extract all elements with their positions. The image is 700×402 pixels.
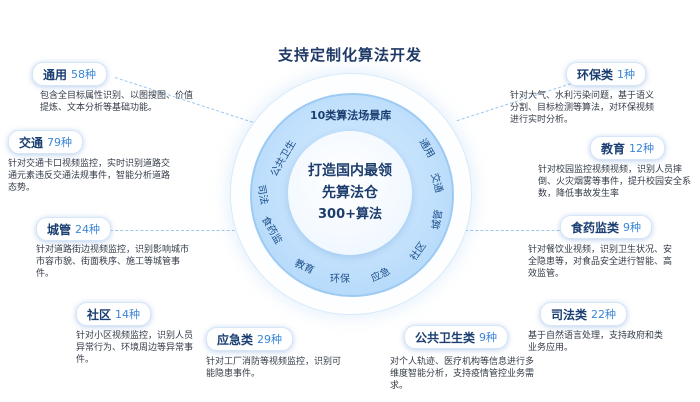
- category-tag-general: 通用 58种: [32, 62, 108, 86]
- diagram-title: 支持定制化算法开发: [277, 46, 422, 64]
- category-desc-education: 针对校园监控视频视频，识别人员摔倒、火灾烟雾等事件，提升校园安全系数，降低事故发…: [538, 165, 692, 199]
- tag-name: 通用: [43, 67, 68, 82]
- tag-name: 交通: [19, 135, 44, 150]
- category-tag-environment: 环保类 1种: [566, 62, 647, 86]
- tag-count: 1种: [617, 68, 636, 81]
- ring-label-environment: 环保: [330, 274, 350, 285]
- tag-count: 14种: [115, 308, 141, 321]
- category-tag-judicial: 司法类 22种: [540, 302, 628, 326]
- category-desc-general: 包含全目标属性识别、以图搜图、价值提炼、文本分析等基础功能。: [40, 91, 194, 113]
- core-headline-2: 先算法仓: [322, 185, 378, 201]
- tag-name: 司法类: [551, 307, 588, 322]
- tag-count: 24种: [75, 223, 101, 236]
- category-desc-traffic: 针对交通卡口视频监控，实时识别道路交通元素违反交通法规事件，智能分析道路态势。: [8, 159, 171, 193]
- tag-count: 29种: [257, 333, 283, 346]
- category-desc-food-drug: 针对餐饮业视频，识别卫生状况、安全隐患等，对食品安全进行智能、高效监管。: [528, 245, 673, 279]
- category-desc-judicial: 基于自然语言处理，支持政府和类业务应用。: [528, 331, 664, 353]
- category-tag-public-health: 公共卫生类 9种: [404, 325, 509, 349]
- category-tag-urban: 城管 24种: [36, 217, 112, 241]
- category-tag-community: 社区 14种: [76, 302, 152, 326]
- category-desc-emergency: 针对工厂消防等视频监控，识别可能隐患事件。: [206, 357, 342, 379]
- tag-name: 公共卫生类: [415, 330, 476, 345]
- tag-name: 环保类: [577, 67, 614, 82]
- tag-count: 58种: [71, 68, 97, 81]
- core-algorithm-count: 300+算法: [317, 207, 383, 222]
- tag-name: 食药监类: [571, 220, 620, 235]
- tag-count: 79种: [47, 136, 73, 149]
- category-tag-food-drug: 食药监类 9种: [560, 215, 653, 239]
- tag-count: 9种: [623, 221, 642, 234]
- category-desc-urban: 针对道路街边视频监控，识别影响城市市容市貌、街面秩序、施工等城管事件。: [36, 245, 190, 279]
- core-circle: 打造国内最领 先算法仓 300+算法: [288, 131, 412, 255]
- category-tag-emergency: 应急类 29种: [206, 327, 294, 351]
- category-tag-traffic: 交通 79种: [8, 130, 84, 154]
- core-headline-1: 打造国内最领: [308, 163, 392, 179]
- tag-name: 城管: [47, 222, 72, 237]
- tag-name: 应急类: [217, 332, 254, 347]
- tag-name: 社区: [87, 307, 112, 322]
- tag-name: 教育: [601, 141, 626, 156]
- tag-count: 9种: [479, 331, 498, 344]
- connector-line: [450, 230, 590, 231]
- ring-top-label: 10类算法场景库: [310, 109, 392, 122]
- tag-count: 12种: [629, 142, 655, 155]
- category-desc-community: 针对小区视频监控，识别人员异常行为、环境周边等异常事件。: [76, 331, 194, 365]
- ring-label-judicial: 司法: [254, 184, 270, 206]
- category-desc-environment: 针对大气、水利污染问题，基于语义分割、目标检测等算法，对环保视频进行实时分析。: [510, 91, 655, 125]
- tag-count: 22种: [591, 308, 617, 321]
- category-tag-education: 教育 12种: [590, 136, 666, 160]
- connector-line: [110, 230, 250, 231]
- category-desc-public-health: 对个人轨迹、医疗机构等信息进行多维度智能分析，支持疫情管控业务需求。: [390, 357, 535, 391]
